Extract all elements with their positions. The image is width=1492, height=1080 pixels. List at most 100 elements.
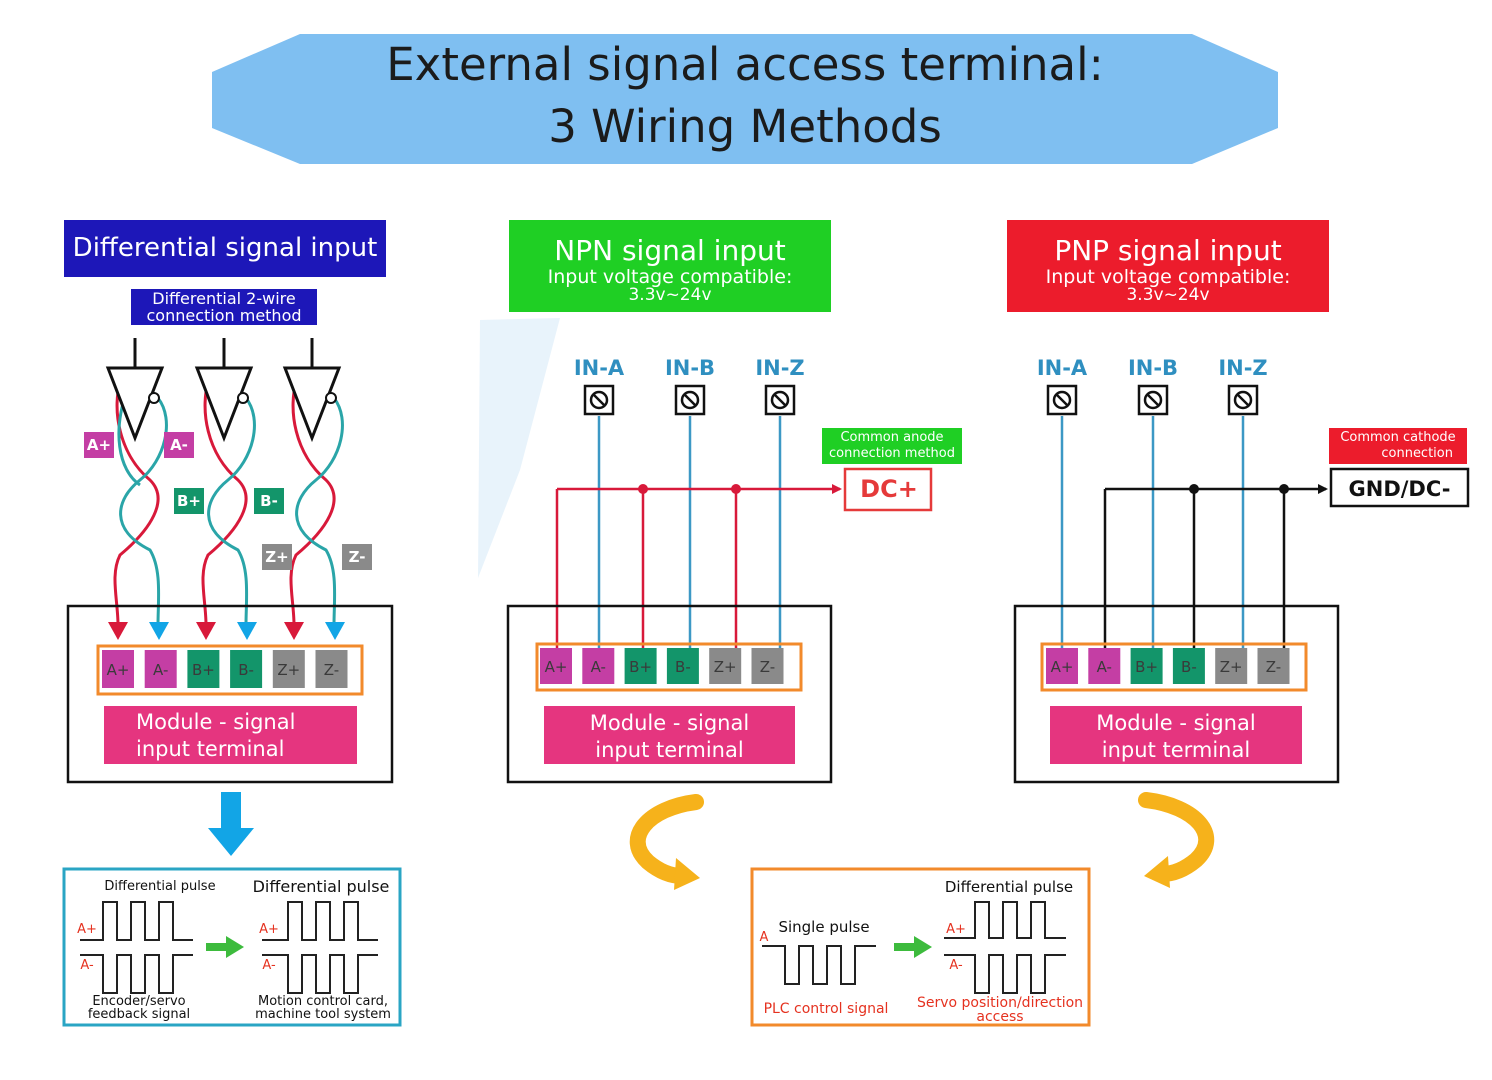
diff-wave-left-aplus: A+ — [77, 922, 97, 937]
pnp-terminal-tile — [1257, 648, 1290, 684]
pnp-terminal-label: Z- — [1266, 658, 1281, 676]
single-right-caption: Servo position/direction access — [912, 996, 1088, 1024]
npn-terminal-label: A+ — [545, 658, 568, 676]
pnp-module-label: Module - signal input terminal — [1050, 706, 1302, 764]
npn-tag-line2: connection method — [829, 446, 955, 461]
pnp-input-z: IN-Z — [1218, 356, 1268, 380]
npn-terminal-strip — [535, 642, 803, 692]
differential-terminal-label: Z- — [324, 661, 339, 679]
down-arrow-icon — [208, 792, 254, 856]
pnp-input-b: IN-B — [1127, 356, 1179, 380]
single-wave-right-aminus: A- — [949, 958, 963, 973]
line-driver-z — [282, 338, 342, 443]
pnp-terminal-tile — [1046, 648, 1078, 684]
diff-header-title: Differential signal input — [72, 233, 378, 263]
differential-terminal-tile — [144, 650, 177, 688]
npn-header-sub1: Input voltage compatible: — [547, 266, 793, 288]
npn-terminal-tile — [624, 648, 657, 684]
npn-tag-line1: Common anode — [840, 430, 944, 445]
npn-terminal-label: B+ — [629, 658, 652, 676]
pnp-terminal-tile — [1088, 648, 1121, 684]
title-line-1: External signal access terminal: — [386, 38, 1104, 91]
pair-label-a-minus: A- — [164, 432, 194, 458]
single-right-caption-line2: access — [976, 1009, 1024, 1025]
npn-terminal-tile — [666, 648, 699, 684]
single-wave-right-aplus: A+ — [946, 922, 966, 937]
npn-module-line1: Module - signal — [589, 711, 750, 735]
diff-pulse-left-caption: Encoder/servo feedback signal — [78, 995, 200, 1021]
npn-module-line2: input terminal — [595, 738, 744, 762]
line-driver-a — [105, 338, 165, 443]
npn-terminal-tile — [540, 648, 572, 684]
pnp-header-sub1: Input voltage compatible: — [1045, 266, 1291, 288]
pnp-input-a: IN-A — [1036, 356, 1088, 380]
twisted-pair-b — [201, 374, 256, 626]
pnp-terminal-label: A+ — [1051, 658, 1074, 676]
yellow-curved-arrow-right-icon — [1138, 792, 1215, 888]
npn-terminal-label: Z- — [760, 658, 775, 676]
diff-left-caption-line1: Encoder/servo — [92, 994, 186, 1009]
pnp-module-line1: Module - signal — [1096, 711, 1256, 735]
single-right-caption-line1: Servo position/direction — [916, 995, 1084, 1011]
diff-wire-arrows — [108, 622, 345, 640]
pnp-header-sub2: 3.3v~24v — [1126, 285, 1210, 305]
npn-terminal-label: B- — [675, 658, 691, 676]
pnp-terminal-tile — [1215, 648, 1248, 684]
diff-module-label: Module - signal input terminal — [104, 706, 357, 764]
pair-label-b-plus: B+ — [174, 488, 204, 514]
pair-label-z-plus: Z+ — [262, 544, 292, 570]
diff-module-line1: Module - signal — [136, 710, 296, 734]
single-pulse-waves — [762, 901, 1066, 994]
diff-pulse-left-title: Differential pulse — [104, 879, 216, 894]
npn-module-label: Module - signal input terminal — [544, 706, 795, 764]
single-left-title: Single pulse — [778, 918, 870, 936]
page-title: External signal access terminal: 3 Wirin… — [210, 34, 1280, 158]
pnp-gnd-box — [1329, 467, 1470, 508]
pnp-terminal-label: B- — [1181, 658, 1197, 676]
twisted-pair-z — [289, 374, 344, 626]
differential-terminal-label: Z+ — [277, 661, 300, 679]
green-right-arrow-2-icon — [894, 936, 932, 958]
npn-header-sub2: 3.3v~24v — [628, 285, 712, 305]
npn-terminal-tile — [709, 648, 742, 684]
terminal-tiles: A+A-B+B-Z+Z-A+A-B+B-Z+Z-A+A-B+B-Z+Z- — [102, 648, 1290, 688]
pnp-tag-line2: connection — [1381, 446, 1453, 461]
pair-label-z-minus: Z- — [342, 544, 372, 570]
pnp-module-frame — [1013, 604, 1340, 784]
diff-left-caption-line2: feedback signal — [87, 1007, 191, 1022]
diff-wave-right-aminus: A- — [262, 958, 276, 973]
differential-terminal-label: B- — [238, 661, 254, 679]
diff-method-line2: connection method — [146, 306, 302, 325]
differential-terminal-tile — [187, 650, 220, 688]
background-light-ribbon — [478, 318, 560, 578]
differential-terminal-tile — [272, 650, 305, 688]
diff-pulse-waves — [80, 901, 378, 994]
pnp-rail-label: GND/DC- — [1348, 477, 1451, 501]
pnp-terminal-label: A- — [1097, 658, 1112, 676]
pnp-header: PNP signal input Input voltage compatibl… — [1007, 220, 1329, 312]
pnp-tag-line1: Common cathode — [1340, 430, 1456, 445]
differential-terminal-label: B+ — [192, 661, 215, 679]
diff-wave-right-aplus: A+ — [259, 922, 279, 937]
npn-terminal-tile — [751, 648, 784, 684]
diff-pulse-frame — [62, 867, 402, 1027]
diff-header: Differential signal input — [64, 220, 386, 277]
single-pulse-frame — [750, 867, 1091, 1027]
differential-terminal-label: A- — [153, 661, 168, 679]
pnp-terminal-label: Z+ — [1220, 658, 1243, 676]
pair-label-a-plus: A+ — [84, 432, 114, 458]
pair-label-b-minus: B- — [254, 488, 284, 514]
differential-terminal-tile — [315, 650, 348, 688]
pnp-wiring-diagram — [1013, 384, 1470, 784]
npn-common-anode-tag: Common anode connection method — [822, 428, 962, 464]
pnp-terminal-strip — [1040, 642, 1308, 692]
npn-input-a: IN-A — [573, 356, 625, 380]
pnp-terminal-tile — [1172, 648, 1205, 684]
npn-screw-terminals — [583, 384, 796, 416]
npn-input-b: IN-B — [664, 356, 716, 380]
diff-pulse-right-title: Differential pulse — [252, 877, 390, 896]
npn-dc-plus-box — [843, 467, 933, 512]
npn-module-frame — [506, 604, 833, 784]
single-wave-label-a: A — [759, 930, 769, 945]
title-banner — [212, 34, 1278, 164]
